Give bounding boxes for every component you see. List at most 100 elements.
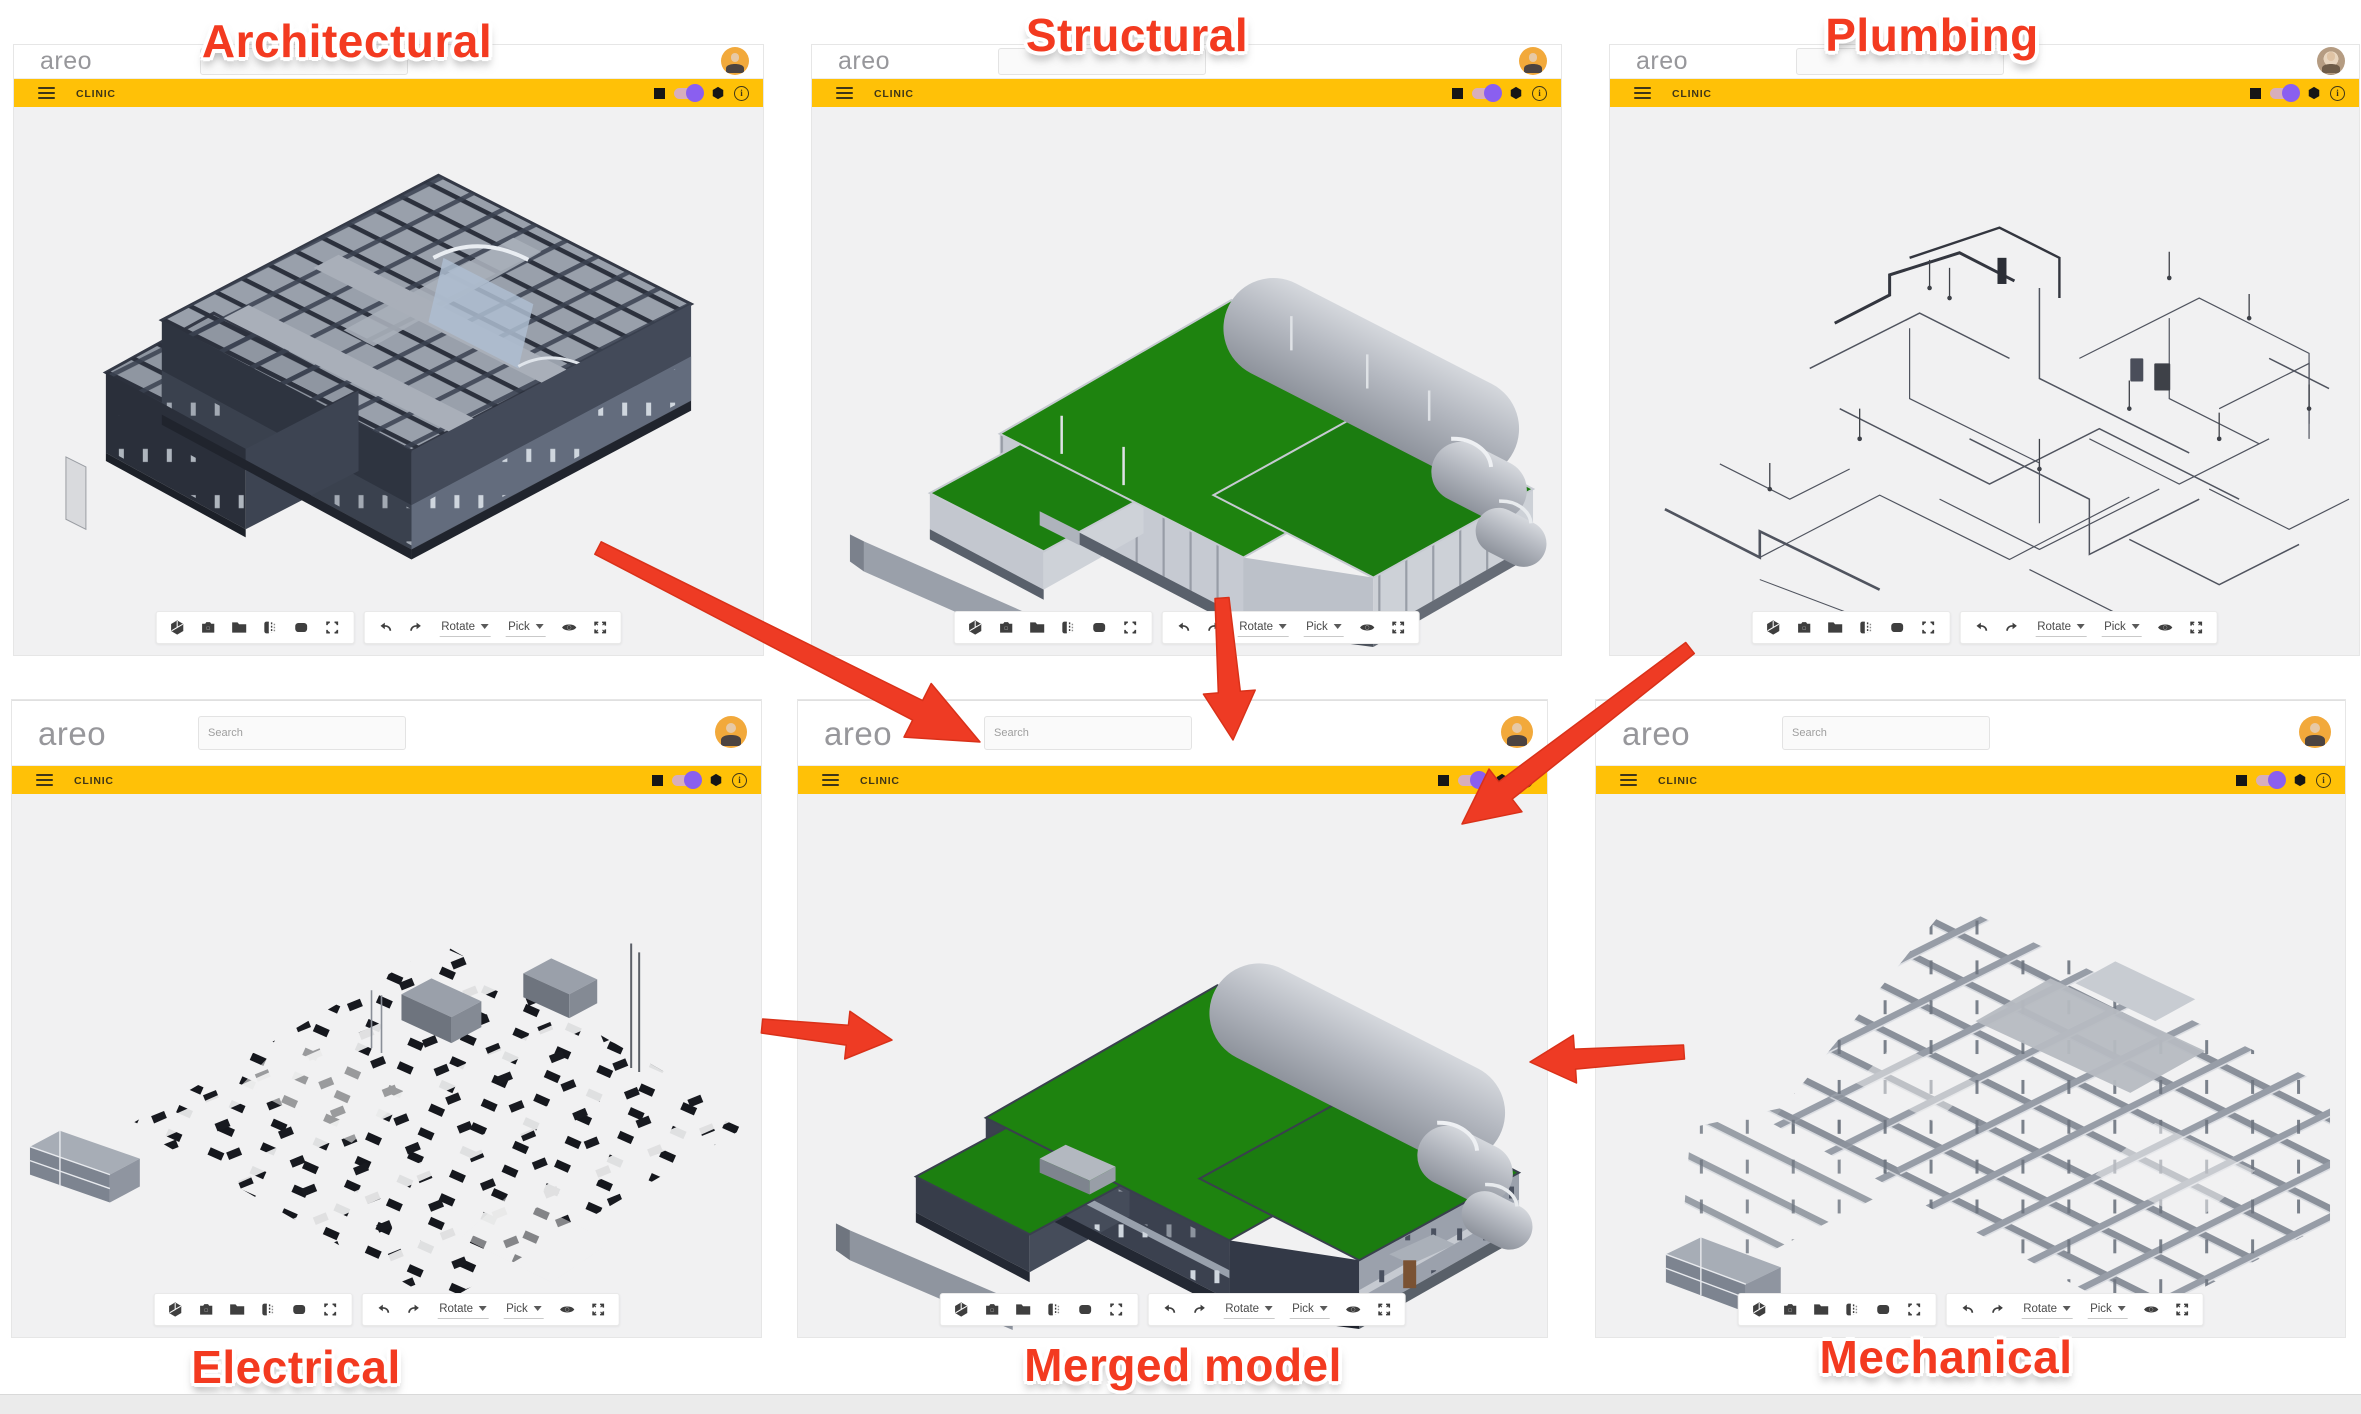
view-cube-button[interactable] — [953, 1302, 969, 1318]
expand-arrows-button[interactable] — [2174, 1302, 2190, 1318]
hamburger-menu-icon[interactable] — [38, 87, 55, 99]
visibility-eye-button[interactable] — [559, 1302, 575, 1318]
bounds-box-button[interactable] — [1091, 620, 1107, 636]
bounds-box-button[interactable] — [1889, 620, 1905, 636]
visibility-eye-button[interactable] — [561, 620, 577, 636]
files-folder-button[interactable] — [229, 1302, 245, 1318]
search-input[interactable] — [998, 48, 1206, 75]
model-cube-icon[interactable] — [1509, 86, 1523, 100]
section-plane-button[interactable] — [1858, 620, 1874, 636]
fit-view-button[interactable] — [1122, 620, 1138, 636]
files-folder-button[interactable] — [1813, 1302, 1829, 1318]
user-avatar[interactable] — [2317, 47, 2345, 75]
stop-square-icon[interactable] — [654, 87, 665, 99]
redo-button[interactable] — [406, 1302, 422, 1318]
section-plane-button[interactable] — [1844, 1302, 1860, 1318]
undo-button[interactable] — [1973, 620, 1989, 636]
visibility-eye-button[interactable] — [2143, 1302, 2159, 1318]
snapshot-camera-button[interactable] — [984, 1302, 1000, 1318]
view-cube-button[interactable] — [1751, 1302, 1767, 1318]
snapshot-camera-button[interactable] — [198, 1302, 214, 1318]
redo-button[interactable] — [1990, 1302, 2006, 1318]
info-icon[interactable]: i — [1518, 772, 1533, 788]
pick-mode-select[interactable]: Pick — [504, 1301, 544, 1319]
model-viewport[interactable]: Rotate Pick — [12, 794, 761, 1337]
pick-mode-select[interactable]: Pick — [2088, 1301, 2128, 1319]
info-icon[interactable]: i — [2316, 772, 2331, 788]
model-cube-icon[interactable] — [2307, 86, 2321, 100]
view-cube-button[interactable] — [169, 620, 185, 636]
snapshot-camera-button[interactable] — [998, 620, 1014, 636]
search-input[interactable] — [1782, 716, 1990, 750]
model-cube-icon[interactable] — [1495, 773, 1509, 787]
model-viewport[interactable]: Rotate Pick — [812, 107, 1561, 655]
model-cube-icon[interactable] — [709, 773, 723, 787]
stop-square-icon[interactable] — [1452, 87, 1463, 99]
visibility-eye-button[interactable] — [2157, 620, 2173, 636]
section-plane-button[interactable] — [262, 620, 278, 636]
stop-square-icon[interactable] — [652, 774, 663, 786]
model-viewport[interactable]: Rotate Pick — [798, 794, 1547, 1337]
rotate-mode-select[interactable]: Rotate — [437, 1301, 490, 1319]
user-avatar[interactable] — [1519, 47, 1547, 75]
hamburger-menu-icon[interactable] — [36, 774, 53, 786]
pick-mode-select[interactable]: Pick — [2102, 619, 2142, 637]
redo-button[interactable] — [2004, 620, 2020, 636]
expand-arrows-button[interactable] — [1390, 620, 1406, 636]
info-icon[interactable]: i — [734, 85, 749, 101]
model-viewport[interactable]: Rotate Pick — [14, 107, 763, 655]
files-folder-button[interactable] — [1827, 620, 1843, 636]
pick-mode-select[interactable]: Pick — [1304, 619, 1344, 637]
snapshot-camera-button[interactable] — [1782, 1302, 1798, 1318]
search-input[interactable] — [984, 716, 1192, 750]
info-icon[interactable]: i — [2330, 85, 2345, 101]
rotate-mode-select[interactable]: Rotate — [2021, 1301, 2074, 1319]
fit-view-button[interactable] — [324, 620, 340, 636]
search-input[interactable] — [198, 716, 406, 750]
undo-button[interactable] — [377, 620, 393, 636]
files-folder-button[interactable] — [1029, 620, 1045, 636]
view-cube-button[interactable] — [967, 620, 983, 636]
model-viewport[interactable]: Rotate Pick — [1610, 107, 2359, 655]
snapshot-camera-button[interactable] — [1796, 620, 1812, 636]
section-plane-button[interactable] — [1046, 1302, 1062, 1318]
hamburger-menu-icon[interactable] — [1634, 87, 1651, 99]
hamburger-menu-icon[interactable] — [836, 87, 853, 99]
redo-button[interactable] — [408, 620, 424, 636]
pick-mode-select[interactable]: Pick — [1290, 1301, 1330, 1319]
rotate-mode-select[interactable]: Rotate — [2035, 619, 2088, 637]
files-folder-button[interactable] — [1015, 1302, 1031, 1318]
redo-button[interactable] — [1206, 620, 1222, 636]
snapshot-camera-button[interactable] — [200, 620, 216, 636]
stop-square-icon[interactable] — [2236, 774, 2247, 786]
rotate-mode-select[interactable]: Rotate — [1237, 619, 1290, 637]
search-input[interactable] — [200, 48, 408, 75]
theme-toggle[interactable] — [2256, 771, 2286, 789]
undo-button[interactable] — [375, 1302, 391, 1318]
files-folder-button[interactable] — [231, 620, 247, 636]
fit-view-button[interactable] — [1108, 1302, 1124, 1318]
pick-mode-select[interactable]: Pick — [506, 619, 546, 637]
expand-arrows-button[interactable] — [590, 1302, 606, 1318]
search-input[interactable] — [1796, 48, 2004, 75]
expand-arrows-button[interactable] — [592, 620, 608, 636]
info-icon[interactable]: i — [1532, 85, 1547, 101]
section-plane-button[interactable] — [1060, 620, 1076, 636]
hamburger-menu-icon[interactable] — [822, 774, 839, 786]
theme-toggle[interactable] — [674, 84, 704, 102]
bounds-box-button[interactable] — [293, 620, 309, 636]
expand-arrows-button[interactable] — [1376, 1302, 1392, 1318]
bounds-box-button[interactable] — [1077, 1302, 1093, 1318]
theme-toggle[interactable] — [672, 771, 702, 789]
expand-arrows-button[interactable] — [2188, 620, 2204, 636]
model-cube-icon[interactable] — [711, 86, 725, 100]
bounds-box-button[interactable] — [291, 1302, 307, 1318]
fit-view-button[interactable] — [1920, 620, 1936, 636]
visibility-eye-button[interactable] — [1359, 620, 1375, 636]
visibility-eye-button[interactable] — [1345, 1302, 1361, 1318]
user-avatar[interactable] — [721, 47, 749, 75]
stop-square-icon[interactable] — [2250, 87, 2261, 99]
model-cube-icon[interactable] — [2293, 773, 2307, 787]
info-icon[interactable]: i — [732, 772, 747, 788]
undo-button[interactable] — [1175, 620, 1191, 636]
